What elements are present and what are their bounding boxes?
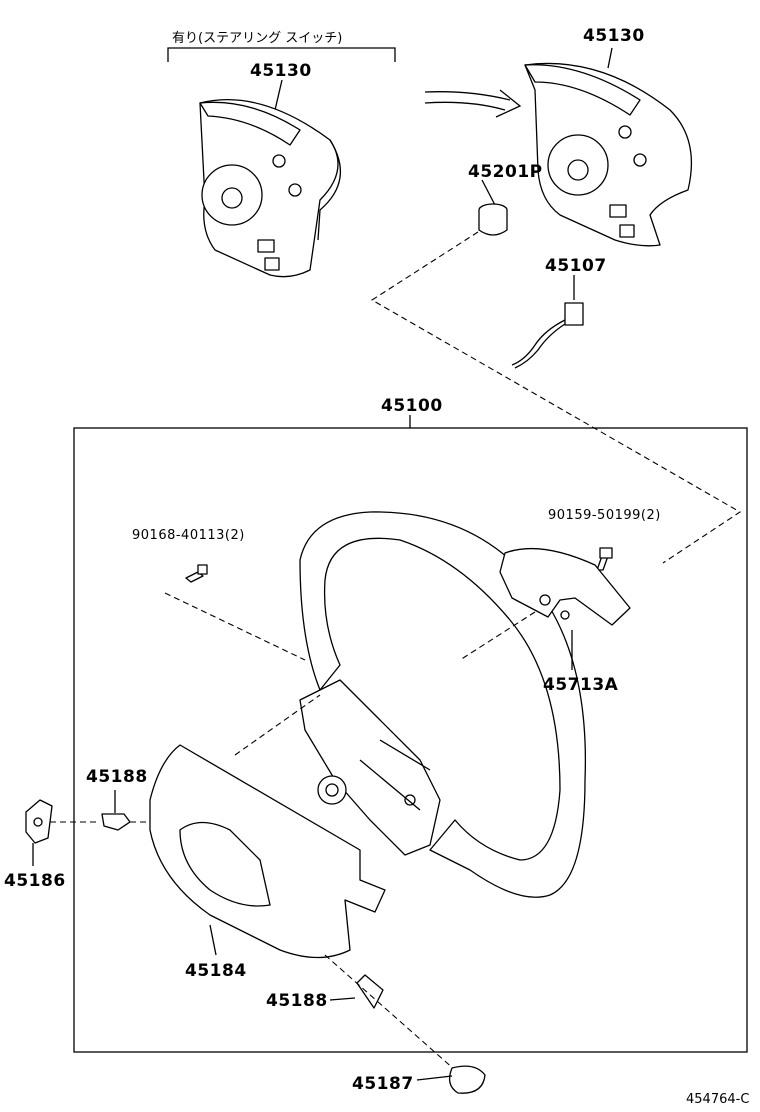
spacer-part xyxy=(478,179,508,236)
wheel-assembly-label: 45100 xyxy=(381,396,443,416)
screw-left-label: 90168-40113(2) xyxy=(132,528,245,543)
bracket-label: 45713A xyxy=(543,675,619,695)
diagram-code-label: 454764-C xyxy=(686,1092,749,1107)
clip-upper-label: 45188 xyxy=(86,767,148,787)
airbag-assembly xyxy=(524,47,693,247)
lower-cover-part xyxy=(149,694,386,959)
airbag-right-label: 45130 xyxy=(583,26,645,46)
screw-right-part xyxy=(596,547,613,571)
steering-wheel xyxy=(299,511,587,898)
small-cover-label: 45186 xyxy=(4,871,66,891)
airbag-left-label: 45130 xyxy=(250,61,312,81)
connection-lines-upper xyxy=(370,231,742,564)
spacer-label: 45201P xyxy=(468,162,543,182)
lower-cover-label: 45184 xyxy=(185,961,247,981)
transition-arrow xyxy=(424,89,522,118)
harness-label: 45107 xyxy=(545,256,607,276)
variant-note-label: 有り(ステアリング スイッチ) xyxy=(172,31,342,46)
small-cover-part xyxy=(25,799,100,866)
cap-label: 45187 xyxy=(352,1074,414,1094)
clip-lower-part xyxy=(324,954,456,1071)
clip-lower-label: 45188 xyxy=(266,991,328,1011)
wire-harness-part xyxy=(511,275,584,369)
screw-left-part xyxy=(164,564,306,661)
airbag-assembly-with-switch xyxy=(167,47,396,278)
screw-right-label: 90159-50199(2) xyxy=(548,508,661,523)
wheel-assembly-frame xyxy=(73,415,748,1053)
cap-part xyxy=(416,1065,486,1094)
clip-upper-part xyxy=(101,790,150,831)
bracket-part xyxy=(459,547,631,670)
